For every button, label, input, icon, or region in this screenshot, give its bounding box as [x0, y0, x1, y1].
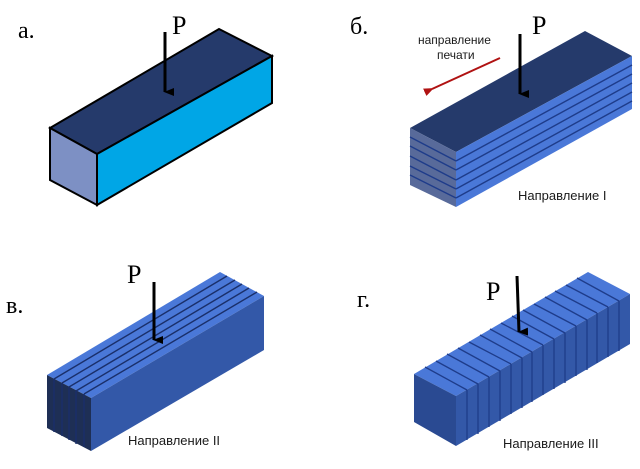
- panel-b-print-direction-line1: направление: [418, 33, 491, 47]
- panel-d-end-face: [414, 374, 456, 446]
- panel-b-force-label: P: [532, 11, 546, 40]
- panel-b-caption: Направление I: [518, 188, 606, 203]
- panel-a: а. P: [18, 11, 275, 207]
- panel-a-end-face: [49, 126, 98, 207]
- panel-c-letter: в.: [6, 293, 23, 319]
- panel-b-letter: б.: [350, 14, 368, 40]
- panel-d-force-label: P: [486, 277, 500, 306]
- panel-b: б. направление печати P Направление I: [350, 11, 633, 207]
- panel-b-print-direction-arrow: [423, 57, 501, 96]
- panel-b-print-direction-line2: печати: [437, 48, 475, 62]
- panel-d-caption: Направление III: [503, 436, 599, 451]
- panel-d-letter: г.: [357, 287, 370, 313]
- panel-a-force-label: P: [172, 11, 186, 40]
- panel-d-force-arrow: [515, 275, 529, 336]
- panel-c-side-face: [91, 296, 264, 451]
- panel-b-layer-lines: [409, 64, 633, 199]
- panel-c-force-label: P: [127, 260, 141, 289]
- panel-a-letter: а.: [18, 18, 35, 44]
- panel-d: г. P Направление III: [357, 272, 630, 451]
- panel-c-caption: Направление II: [128, 433, 220, 448]
- panel-c: в. P Направление II: [6, 260, 264, 451]
- panel-d-layer-lines: [424, 277, 620, 440]
